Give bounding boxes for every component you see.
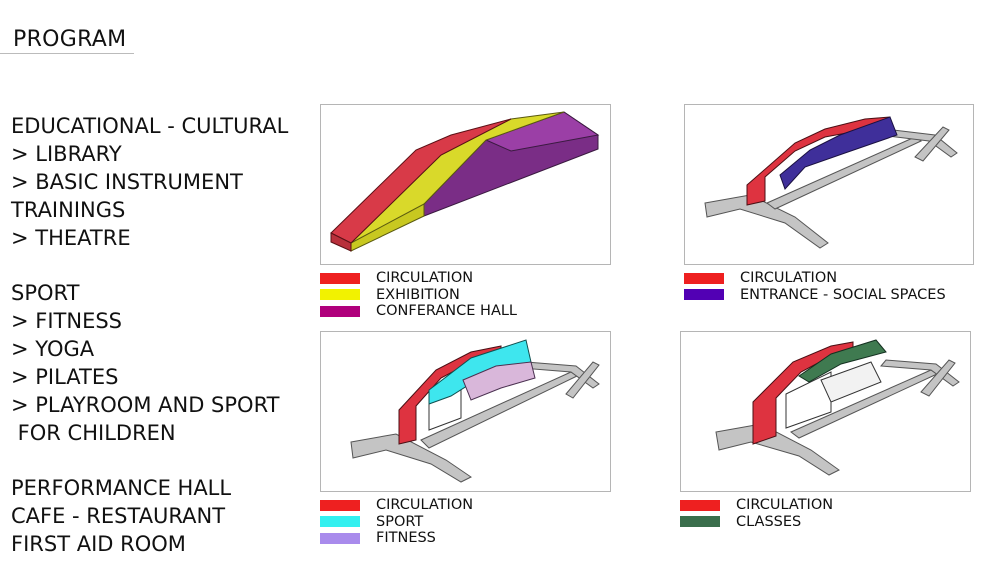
- program-list-item: FIRST AID ROOM: [11, 532, 186, 556]
- legend-swatch: [320, 516, 360, 528]
- massing-diagram-sport: [350, 339, 600, 483]
- massing-diagram-classes: [715, 339, 960, 476]
- program-list-item: > PILATES: [11, 365, 119, 389]
- legend-swatch: [684, 272, 724, 284]
- legend-swatch: [320, 305, 360, 317]
- program-list-item: PERFORMANCE HALL: [11, 476, 232, 500]
- program-list: EDUCATIONAL - CULTURAL > LIBRARY > BASIC I…: [11, 112, 288, 558]
- legend-swatch: [684, 289, 724, 301]
- legend-item: CONFERANCE HALL: [320, 303, 517, 320]
- program-list-item: > PLAYROOM AND SPORT: [11, 393, 280, 417]
- legend-swatch: [320, 272, 360, 284]
- program-list-item: > LIBRARY: [11, 142, 122, 166]
- legend-item: ENTRANCE - SOCIAL SPACES: [684, 287, 946, 304]
- legend-item: CIRCULATION: [320, 497, 473, 514]
- legend-label: CONFERANCE HALL: [376, 303, 518, 319]
- legend-swatch: [680, 516, 720, 528]
- program-list-item: > THEATRE: [11, 226, 131, 250]
- legend-label: CLASSES: [736, 513, 802, 530]
- legend-label: CIRCULATION: [376, 497, 474, 513]
- legend-label: FITNESS: [376, 530, 436, 546]
- legend-swatch: [320, 499, 360, 511]
- program-list-item: > FITNESS: [11, 309, 123, 333]
- legend-item: CIRCULATION: [680, 497, 833, 514]
- program-list-item: CAFE - RESTAURANT: [11, 504, 226, 528]
- legend-label: SPORT: [376, 513, 424, 530]
- legend-label: EXHIBITION: [376, 286, 460, 303]
- program-list-spacer: [11, 252, 288, 279]
- massing-diagram-entrance: [704, 116, 958, 249]
- program-list-item: > BASIC INSTRUMENT: [11, 170, 243, 194]
- legend-item: EXHIBITION: [320, 287, 517, 304]
- page-title: PROGRAM: [13, 27, 127, 52]
- diagram-panel-entrance: [684, 104, 974, 265]
- diagram-panel-classes: [680, 331, 971, 492]
- program-list-item: FOR CHILDREN: [11, 421, 176, 445]
- legend-label: CIRCULATION: [740, 270, 838, 286]
- program-list-item: TRAININGS: [11, 198, 126, 222]
- legend-item: CIRCULATION: [684, 270, 946, 287]
- legend-label: ENTRANCE - SOCIAL SPACES: [740, 286, 946, 303]
- legend-item: CLASSES: [680, 514, 833, 531]
- diagram-panel-sport: [320, 331, 611, 492]
- program-list-spacer: [11, 447, 288, 474]
- legend-item: FITNESS: [320, 530, 473, 547]
- diagram-panel-educational: [320, 104, 611, 265]
- title-underline: [0, 53, 134, 54]
- legend-label: CIRCULATION: [376, 270, 474, 286]
- program-list-item: EDUCATIONAL - CULTURAL: [11, 114, 289, 138]
- legend-item: SPORT: [320, 514, 473, 531]
- legend-swatch: [320, 532, 360, 544]
- program-list-item: SPORT: [11, 281, 80, 305]
- program-list-item: > YOGA: [11, 337, 95, 361]
- legend-swatch: [680, 499, 720, 511]
- legend-label: CIRCULATION: [736, 497, 834, 513]
- legend-item: CIRCULATION: [320, 270, 517, 287]
- massing-diagram-educational: [330, 111, 600, 252]
- legend-swatch: [320, 289, 360, 301]
